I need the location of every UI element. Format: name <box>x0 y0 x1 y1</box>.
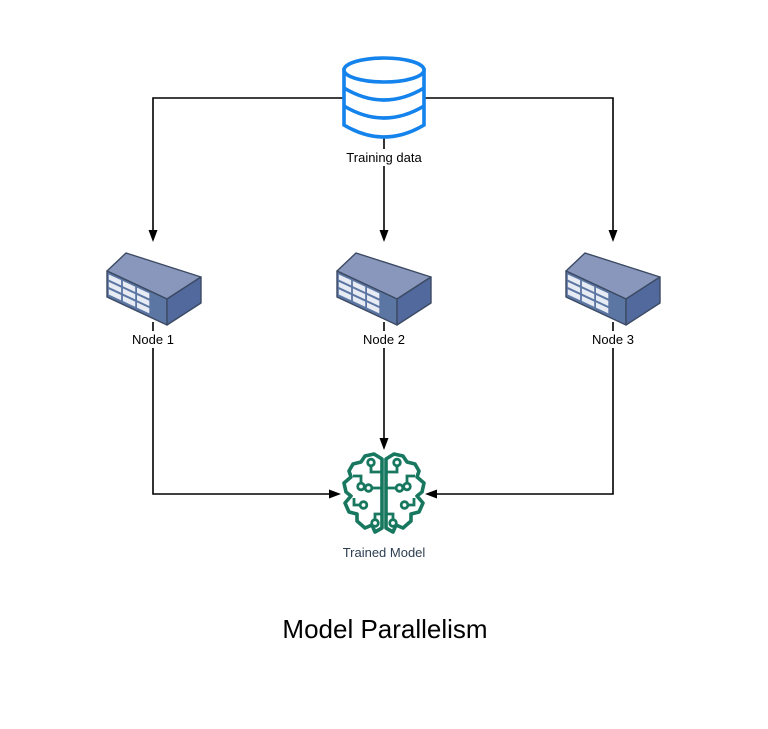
connector-data-to-node1 <box>148 97 343 242</box>
server-icon-node3 <box>565 252 661 326</box>
trained-model-label: Trained Model <box>339 544 429 561</box>
connector-data-to-node3 <box>425 97 618 242</box>
connector-node3-to-model <box>425 322 614 499</box>
database-icon <box>342 56 426 139</box>
server-icon-node2 <box>336 252 432 326</box>
server-icon-node1 <box>106 252 202 326</box>
brain-circuit-icon <box>342 452 426 534</box>
node2-label: Node 2 <box>360 331 408 348</box>
node3-label: Node 3 <box>589 331 637 348</box>
connector-node1-to-model <box>152 322 341 499</box>
diagram-title: Model Parallelism <box>282 614 488 644</box>
node1-label: Node 1 <box>129 331 177 348</box>
training-data-label: Training data <box>343 149 425 166</box>
